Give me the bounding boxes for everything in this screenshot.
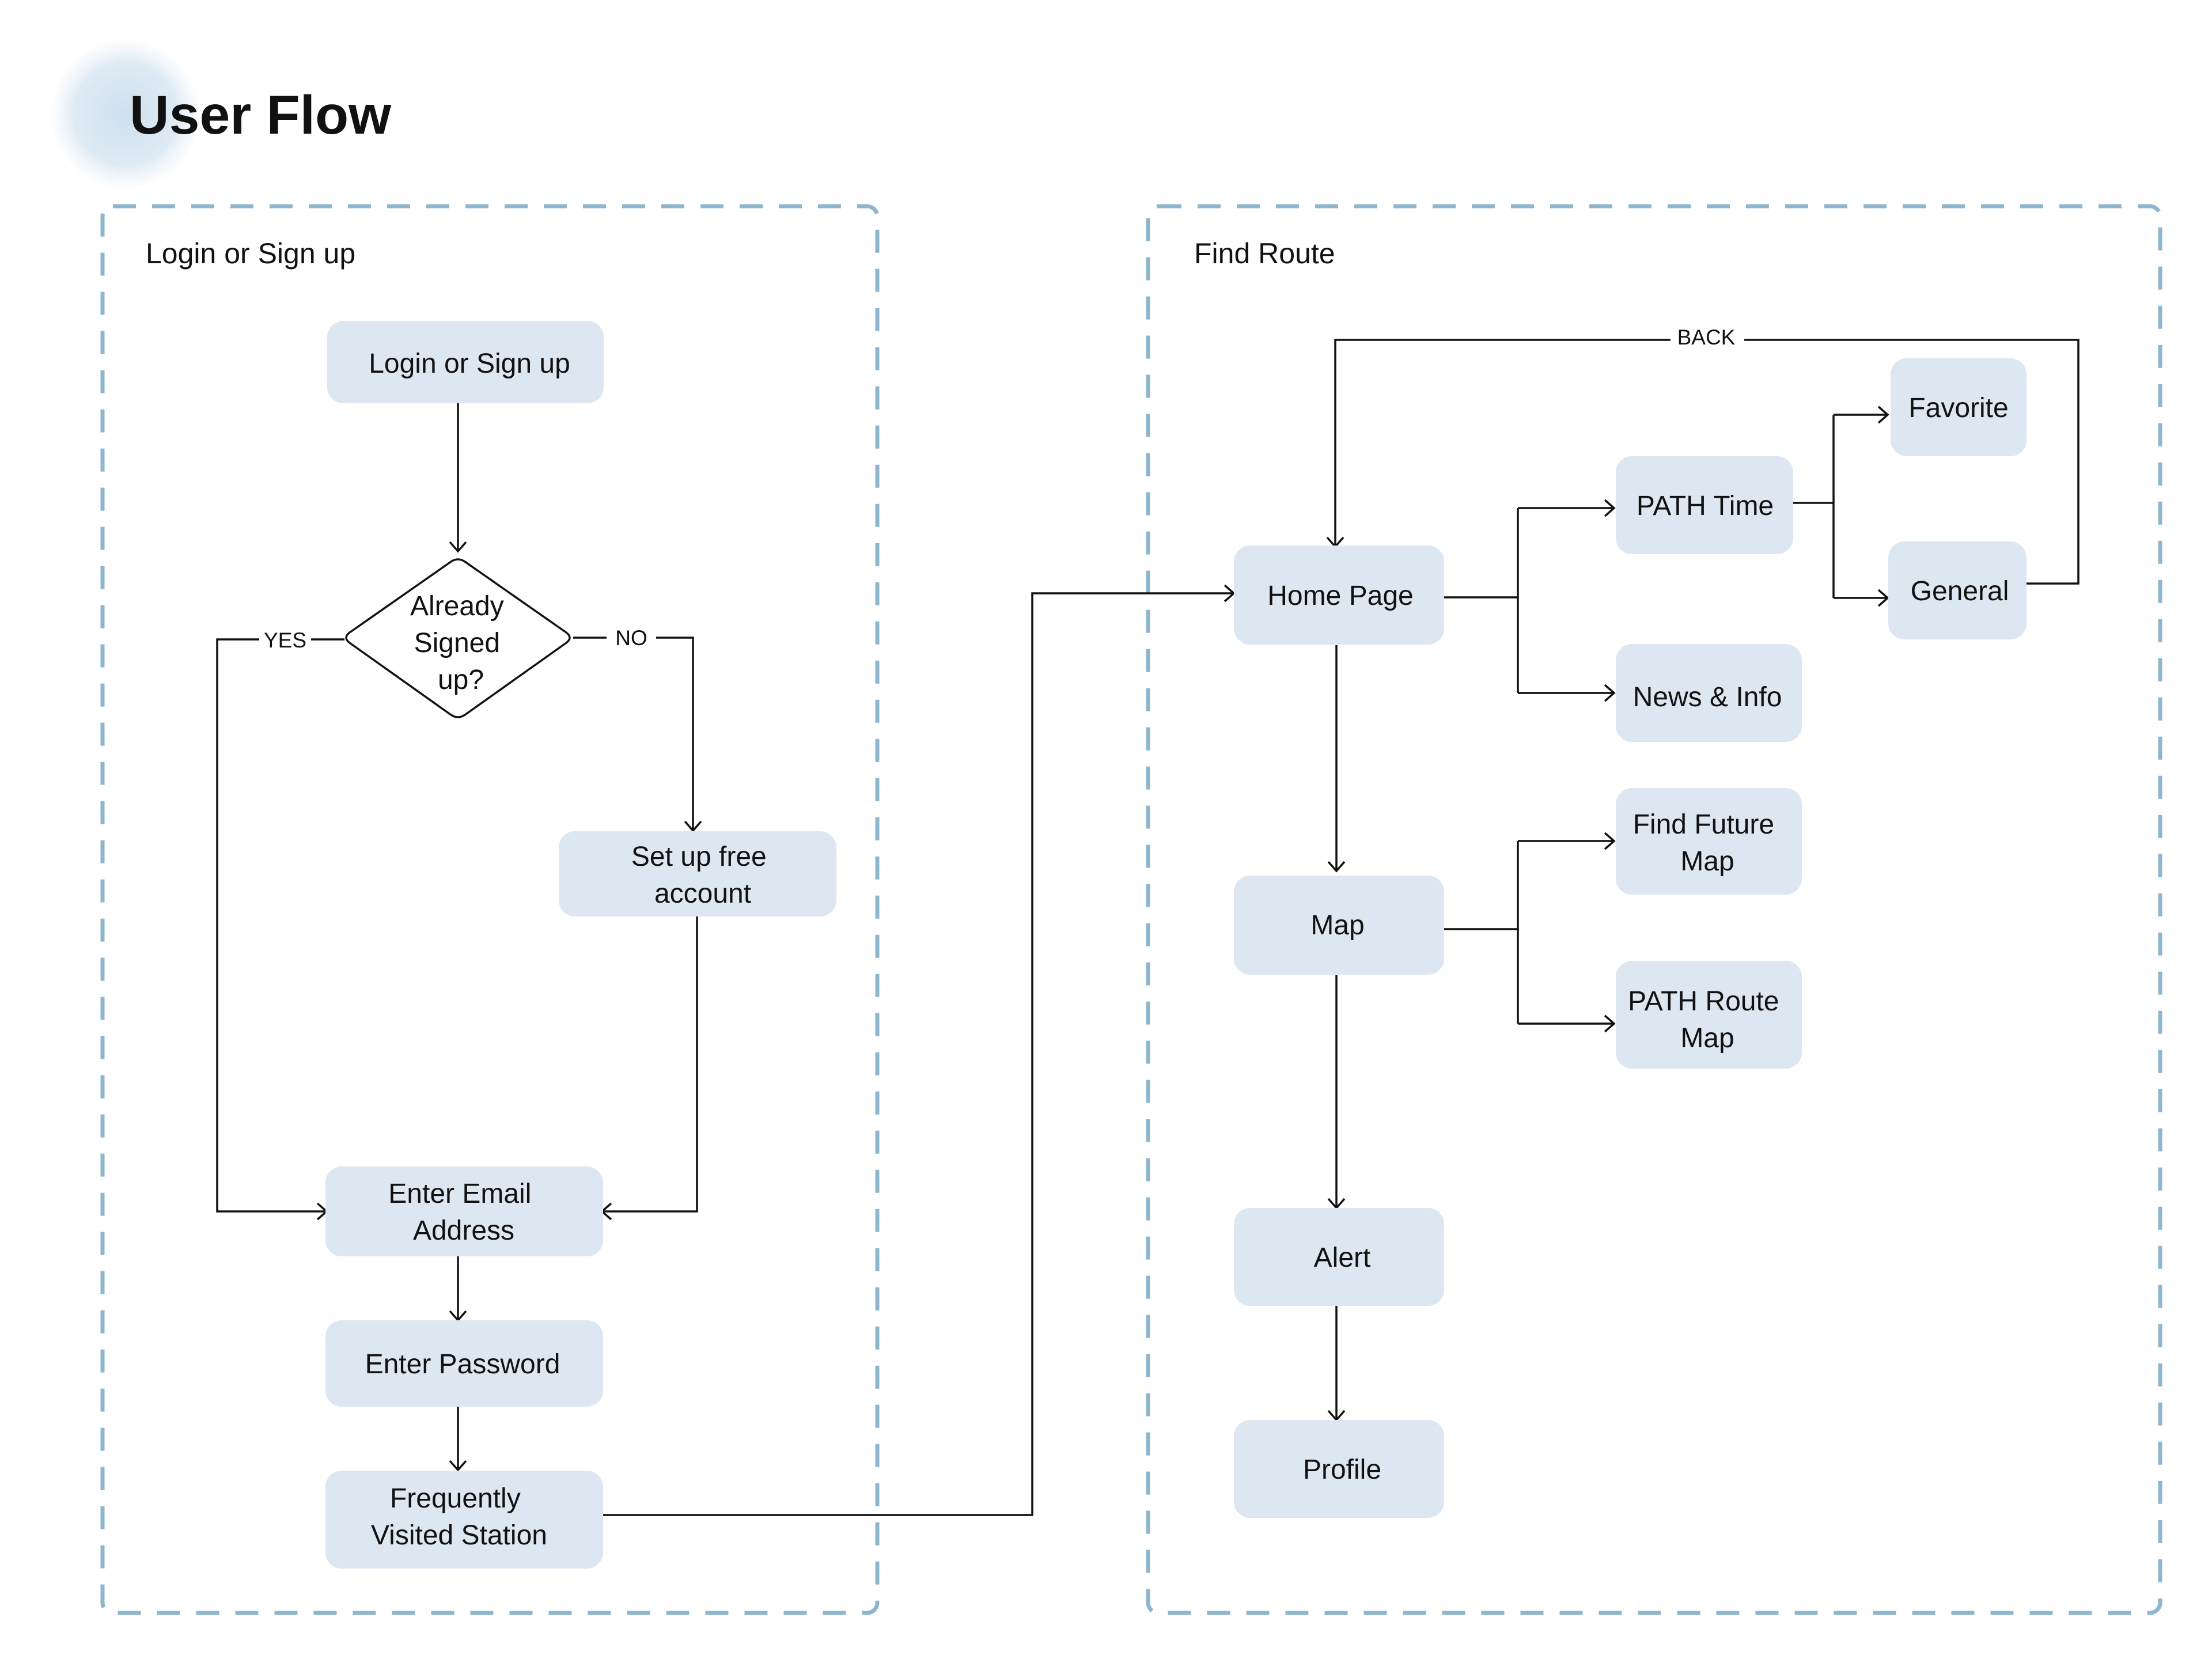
group-route-title: Find Route bbox=[1194, 237, 1335, 270]
edge-label-yes: YES bbox=[264, 628, 306, 652]
edge-label-back: BACK bbox=[1677, 325, 1736, 349]
edge-station-to-home bbox=[602, 592, 1233, 1516]
node-path-time: PATH Time bbox=[1616, 456, 1793, 554]
node-label: PATH Time bbox=[1637, 491, 1774, 521]
node-label: Enter Password bbox=[365, 1349, 560, 1380]
node-box bbox=[1234, 1420, 1444, 1518]
edge-decision-no bbox=[573, 637, 694, 830]
node-already-signed: Already Signed up? bbox=[345, 558, 571, 718]
arrowheads bbox=[316, 406, 1889, 1472]
node-box bbox=[1616, 788, 1802, 895]
arrowhead bbox=[1604, 499, 1616, 517]
node-general: General bbox=[1888, 541, 2027, 639]
node-login-signup: Login or Sign up bbox=[327, 321, 604, 403]
node-setup-account: Set up free account bbox=[559, 831, 836, 916]
node-favorite: Favorite bbox=[1891, 358, 2027, 456]
node-label: Set up free account bbox=[631, 842, 774, 909]
node-label: PATH Route Map bbox=[1628, 986, 1787, 1054]
arrowhead bbox=[1604, 832, 1616, 850]
arrowhead bbox=[684, 820, 702, 832]
group-login-border bbox=[100, 204, 880, 1615]
node-label: Find Future Map bbox=[1633, 809, 1782, 877]
node-box bbox=[1888, 541, 2027, 639]
node-label: News & Info bbox=[1633, 682, 1782, 713]
node-box bbox=[559, 831, 836, 916]
arrowhead bbox=[1604, 684, 1616, 702]
node-box bbox=[1234, 1208, 1444, 1306]
edge-home-to-branches bbox=[1442, 508, 1519, 693]
node-box bbox=[1891, 358, 2027, 456]
edge-label-bg bbox=[259, 627, 311, 653]
edge-map-to-branches bbox=[1442, 841, 1519, 1024]
node-label: Login or Sign up bbox=[369, 349, 570, 379]
group-login-title: Login or Sign up bbox=[146, 237, 355, 270]
arrowhead bbox=[449, 1460, 467, 1472]
node-box bbox=[1616, 961, 1802, 1069]
node-label: Already Signed up? bbox=[410, 591, 512, 695]
node-find-future-map: Find Future Map bbox=[1616, 788, 1802, 895]
node-alert: Alert bbox=[1234, 1208, 1444, 1306]
node-label: Alert bbox=[1314, 1243, 1371, 1273]
title-decoration-blob bbox=[52, 40, 199, 188]
group-route-border bbox=[1146, 204, 2162, 1615]
node-home-page: Home Page bbox=[1234, 546, 1444, 645]
node-label: Frequently Visited Station bbox=[371, 1483, 547, 1551]
node-box bbox=[327, 321, 604, 403]
node-label: Enter Email Address bbox=[388, 1179, 539, 1246]
node-box bbox=[1234, 546, 1444, 645]
node-box bbox=[325, 1471, 603, 1569]
node-box bbox=[1616, 644, 1802, 742]
page-title: User Flow bbox=[130, 85, 392, 146]
node-map: Map bbox=[1234, 876, 1444, 975]
node-box bbox=[325, 1320, 603, 1407]
node-label: Home Page bbox=[1267, 581, 1413, 611]
node-box bbox=[1234, 876, 1444, 975]
arrowhead bbox=[1877, 406, 1889, 424]
edge-label-bg bbox=[607, 624, 656, 651]
edge-path-time-branches bbox=[1791, 415, 1835, 598]
node-box bbox=[1616, 456, 1793, 554]
edge-decision-yes bbox=[216, 638, 344, 1213]
node-news-info: News & Info bbox=[1616, 644, 1802, 742]
node-label: General bbox=[1911, 576, 2009, 607]
edge-setup-to-email bbox=[603, 916, 698, 1213]
decision-diamond bbox=[345, 558, 571, 718]
node-label: Map bbox=[1310, 910, 1364, 941]
node-box bbox=[325, 1166, 603, 1256]
node-path-route-map: PATH Route Map bbox=[1616, 961, 1802, 1069]
node-enter-password: Enter Password bbox=[325, 1320, 603, 1407]
node-label: Favorite bbox=[1908, 393, 2008, 423]
node-profile: Profile bbox=[1234, 1420, 1444, 1518]
arrowhead bbox=[1604, 1014, 1616, 1033]
arrowhead bbox=[449, 541, 467, 553]
arrowhead bbox=[1327, 861, 1346, 873]
edge-label-no: NO bbox=[615, 626, 647, 650]
node-label: Profile bbox=[1303, 1455, 1381, 1485]
edge-general-back-to-home bbox=[1334, 339, 2080, 585]
arrowhead bbox=[1877, 589, 1889, 607]
node-enter-email: Enter Email Address bbox=[325, 1166, 603, 1256]
node-frequent-station: Frequently Visited Station bbox=[325, 1471, 603, 1569]
